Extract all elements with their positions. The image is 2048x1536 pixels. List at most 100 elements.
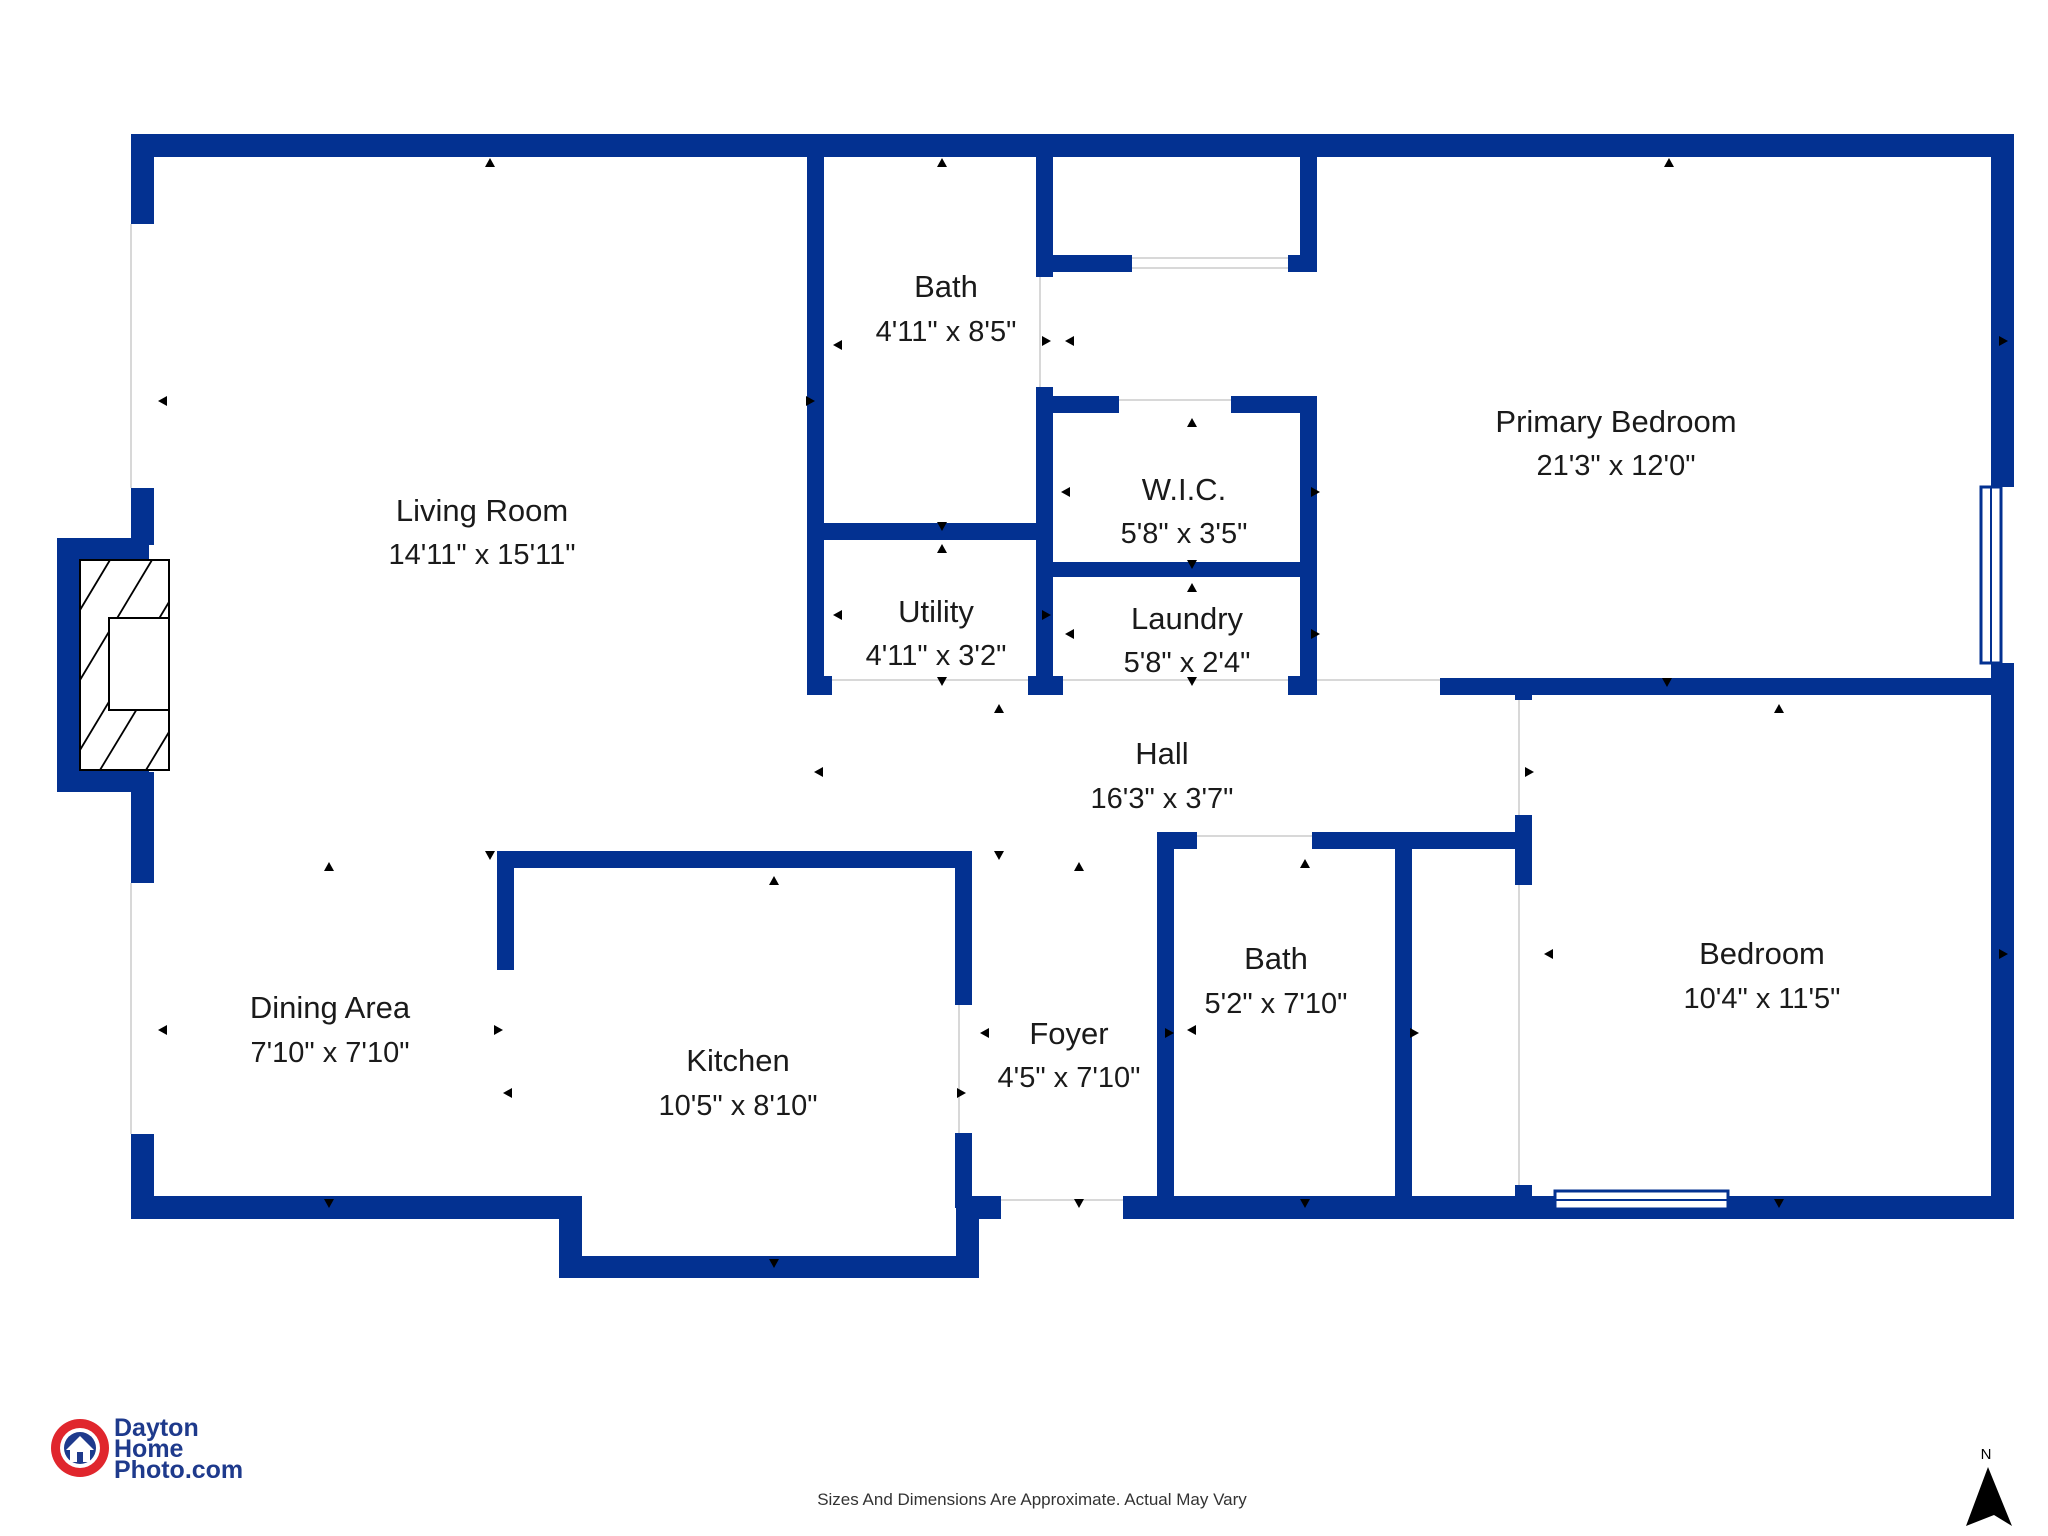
room-label-kitchen: Kitchen 10'5" x 8'10" <box>658 1043 817 1122</box>
room-labels: Living Room 14'11" x 15'11" Bath 4'11" x… <box>250 269 1841 1122</box>
dimension-marker <box>1664 158 1674 167</box>
dimension-marker <box>814 767 823 777</box>
dimension-marker <box>1774 704 1784 713</box>
fireplace <box>79 559 170 771</box>
dimension-marker <box>937 158 947 167</box>
room-label-foyer: Foyer 4'5" x 7'10" <box>998 1016 1141 1094</box>
dimension-marker <box>994 704 1004 713</box>
svg-text:Bath: Bath <box>914 269 978 304</box>
svg-text:21'3" x 12'0": 21'3" x 12'0" <box>1536 450 1695 482</box>
room-label-wic: W.I.C. 5'8" x 3'5" <box>1121 472 1248 550</box>
dimension-marker <box>806 396 815 406</box>
room-label-dining-area: Dining Area 7'10" x 7'10" <box>250 990 411 1069</box>
dimension-marker <box>494 1025 503 1035</box>
svg-text:Bedroom: Bedroom <box>1699 936 1825 971</box>
north-label: N <box>1981 1446 1992 1463</box>
dimension-marker <box>158 1025 167 1035</box>
dimension-marker <box>1187 677 1197 686</box>
dimension-marker <box>1525 767 1534 777</box>
svg-text:7'10" x 7'10": 7'10" x 7'10" <box>250 1037 409 1069</box>
dimension-marker <box>485 851 495 860</box>
room-label-bath-2: Bath 5'2" x 7'10" <box>1205 941 1348 1020</box>
dimension-marker <box>1999 949 2008 959</box>
svg-text:16'3" x 3'7": 16'3" x 3'7" <box>1091 783 1234 815</box>
dimension-marker <box>324 862 334 871</box>
room-label-laundry: Laundry 5'8" x 2'4" <box>1124 601 1251 679</box>
svg-text:Dining Area: Dining Area <box>250 990 411 1025</box>
logo: Dayton Home Photo.com <box>51 1414 243 1484</box>
room-label-bedroom: Bedroom 10'4" x 11'5" <box>1684 936 1841 1015</box>
dimension-marker <box>833 610 842 620</box>
svg-text:Foyer: Foyer <box>1029 1016 1108 1051</box>
dimension-marker <box>158 396 167 406</box>
dimension-marker <box>1061 487 1070 497</box>
dimension-marker <box>1065 629 1074 639</box>
svg-text:10'5" x 8'10": 10'5" x 8'10" <box>658 1090 817 1122</box>
svg-text:Bath: Bath <box>1244 941 1308 976</box>
svg-text:Kitchen: Kitchen <box>686 1043 789 1078</box>
dimension-marker <box>1187 583 1197 592</box>
svg-text:4'11" x 3'2": 4'11" x 3'2" <box>866 640 1007 672</box>
room-label-utility: Utility 4'11" x 3'2" <box>866 594 1007 672</box>
svg-text:5'2" x 7'10": 5'2" x 7'10" <box>1205 988 1348 1020</box>
svg-text:10'4" x 11'5": 10'4" x 11'5" <box>1684 983 1841 1015</box>
room-label-hall: Hall 16'3" x 3'7" <box>1091 736 1234 815</box>
north-arrow-icon <box>1966 1467 2012 1526</box>
logo-line-3: Photo.com <box>114 1456 243 1484</box>
north-compass: N <box>1966 1446 2012 1526</box>
dimension-marker <box>937 677 947 686</box>
dimension-marker <box>1544 949 1553 959</box>
walls <box>57 134 2014 1278</box>
window-bedroom-bottom <box>1553 1189 1730 1211</box>
disclaimer-note: Sizes And Dimensions Are Approximate. Ac… <box>817 1490 1247 1509</box>
svg-text:Living Room: Living Room <box>396 493 568 528</box>
dimension-marker <box>1065 336 1074 346</box>
dimension-marker <box>1074 1199 1084 1208</box>
dimension-marker <box>1410 1028 1419 1038</box>
logo-line-2: Home <box>114 1435 184 1463</box>
dimension-marker <box>1774 1199 1784 1208</box>
svg-text:Hall: Hall <box>1135 736 1188 771</box>
dimension-marker <box>485 158 495 167</box>
svg-text:4'5" x 7'10": 4'5" x 7'10" <box>998 1062 1141 1094</box>
dimension-marker <box>1165 1028 1174 1038</box>
dimension-marker <box>503 1088 512 1098</box>
dimension-marker <box>1074 862 1084 871</box>
dimension-marker <box>1187 418 1197 427</box>
dimension-marker <box>769 876 779 885</box>
dimension-marker <box>1311 487 1320 497</box>
svg-text:Laundry: Laundry <box>1131 601 1244 636</box>
svg-text:14'11" x 15'11": 14'11" x 15'11" <box>389 539 576 571</box>
dimension-marker <box>1999 336 2008 346</box>
logo-line-1: Dayton <box>114 1414 199 1442</box>
dimension-marker <box>769 1259 779 1268</box>
svg-text:Utility: Utility <box>898 594 974 629</box>
room-label-primary-bedroom: Primary Bedroom 21'3" x 12'0" <box>1495 404 1736 482</box>
dimension-marker <box>1662 678 1672 687</box>
dimension-marker <box>1187 1025 1196 1035</box>
dimension-marker <box>1311 629 1320 639</box>
dimension-marker <box>994 851 1004 860</box>
svg-text:4'11" x 8'5": 4'11" x 8'5" <box>876 316 1017 348</box>
dimension-marker <box>937 522 947 531</box>
room-label-living-room: Living Room 14'11" x 15'11" <box>389 493 576 571</box>
dimension-marker <box>937 544 947 553</box>
dimension-marker <box>1300 859 1310 868</box>
svg-text:Primary Bedroom: Primary Bedroom <box>1495 404 1736 439</box>
dimension-marker <box>1187 560 1197 569</box>
dimension-marker <box>1042 336 1051 346</box>
svg-text:5'8" x 2'4": 5'8" x 2'4" <box>1124 647 1251 679</box>
dimension-marker <box>833 340 842 350</box>
dimension-marker <box>324 1199 334 1208</box>
dimension-marker <box>980 1028 989 1038</box>
svg-text:W.I.C.: W.I.C. <box>1142 472 1226 507</box>
dimension-marker <box>1300 1199 1310 1208</box>
room-label-bath-1: Bath 4'11" x 8'5" <box>876 269 1017 348</box>
house-camera-icon <box>51 1419 109 1477</box>
windows <box>130 224 1520 1201</box>
window-right-wall <box>1979 485 2003 665</box>
dimension-marker <box>957 1088 966 1098</box>
dimension-marker <box>1042 610 1051 620</box>
svg-text:5'8" x 3'5": 5'8" x 3'5" <box>1121 518 1248 550</box>
